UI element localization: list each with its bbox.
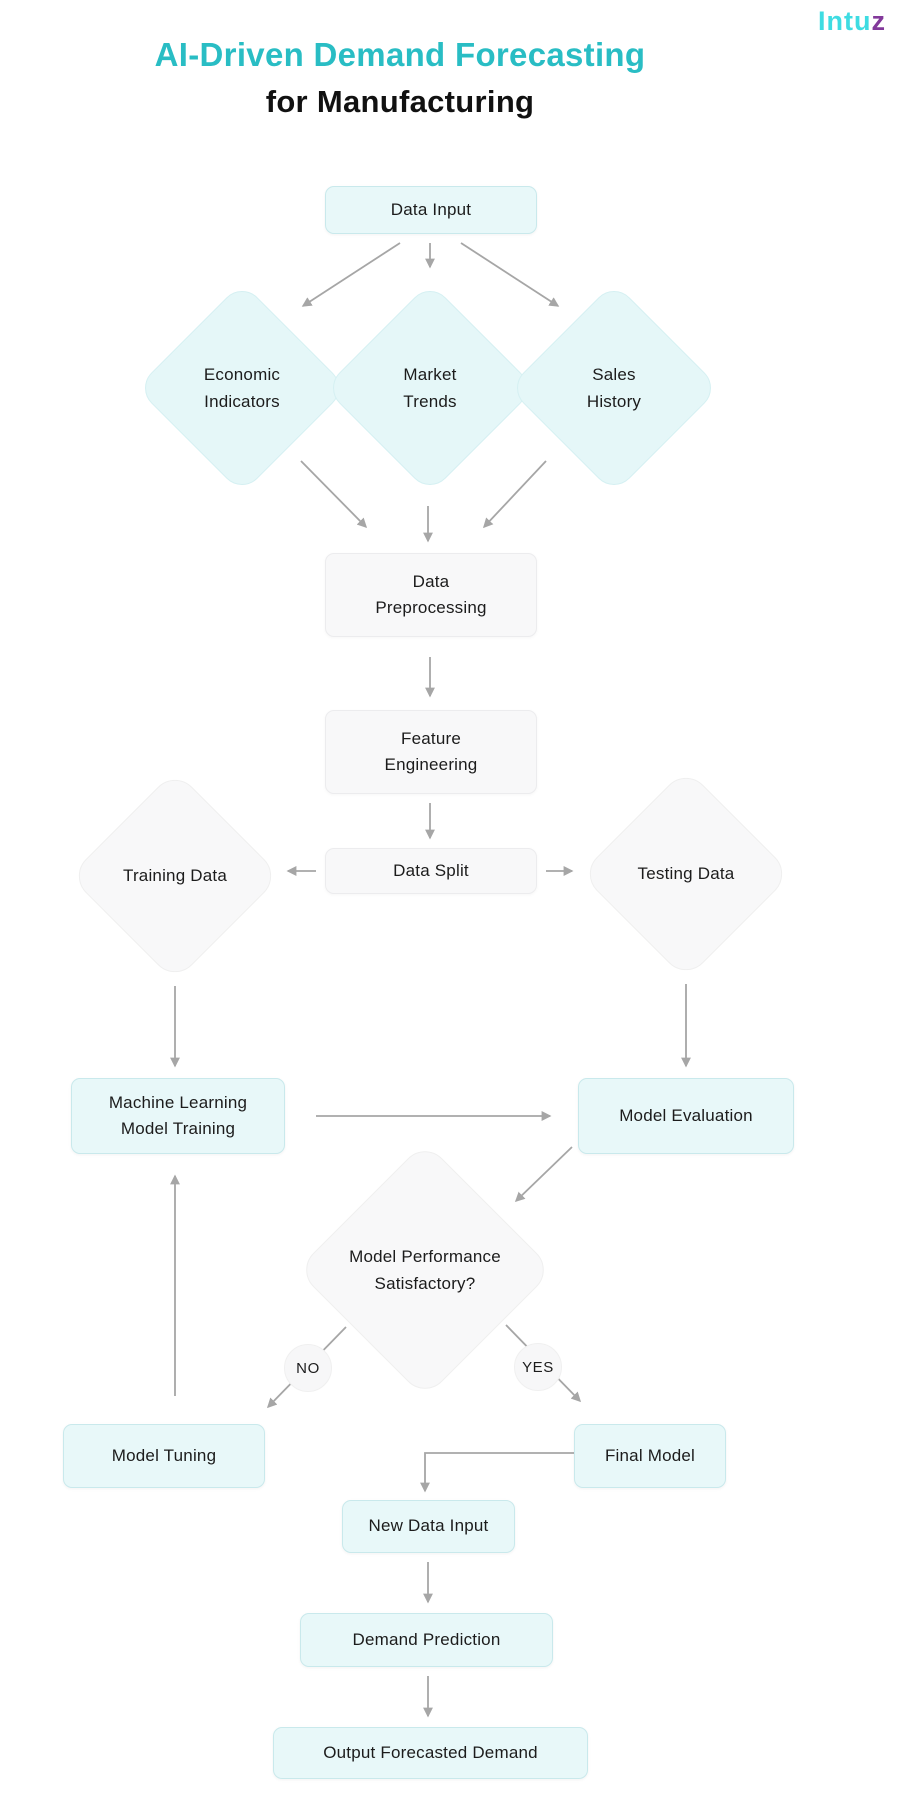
- flow-node-model-evaluation: Model Evaluation: [578, 1078, 794, 1154]
- flow-node-ml-model-training: Machine Learning Model Training: [71, 1078, 285, 1154]
- flow-node-data-input: Data Input: [325, 186, 537, 234]
- flow-node-demand-prediction: Demand Prediction: [300, 1613, 553, 1667]
- no-badge: NO: [284, 1344, 332, 1392]
- flow-node-label-economic-indicators: Economic Indicators: [203, 364, 281, 411]
- flow-node-output-forecasted-demand: Output Forecasted Demand: [273, 1727, 588, 1779]
- flow-arrow-sales-to-preprocessing: [482, 460, 547, 529]
- flow-arrow-finalmodel-to-newdata: [420, 1452, 574, 1493]
- flow-node-label-testing-data: Testing Data: [637, 864, 735, 884]
- flow-node-model-tuning: Model Tuning: [63, 1424, 265, 1488]
- flow-node-label-market-trends: Market Trends: [403, 364, 457, 411]
- flow-node-data-split: Data Split: [325, 848, 537, 894]
- intuz-logo-accent: z: [871, 6, 886, 36]
- page-title: AI-Driven Demand Forecasting for Manufac…: [0, 36, 800, 120]
- intuz-logo-main: Intu: [818, 6, 872, 36]
- flow-arrow-economic-to-preprocessing: [300, 460, 368, 529]
- flow-node-final-model: Final Model: [574, 1424, 726, 1488]
- flow-node-label-training-data: Training Data: [122, 866, 228, 886]
- page-title-line1: AI-Driven Demand Forecasting: [154, 36, 646, 73]
- intuz-logo: Intuz: [818, 8, 886, 35]
- flow-node-new-data-input: New Data Input: [342, 1500, 515, 1553]
- flow-arrow-data-input-to-sales: [460, 242, 560, 307]
- flow-node-label-sales-history: Sales History: [586, 364, 642, 411]
- flow-node-data-preprocessing: Data Preprocessing: [325, 553, 537, 637]
- page-title-line2: for Manufacturing: [265, 84, 535, 119]
- flow-node-label-model-performance-satisfactory: Model Performance Satisfactory?: [349, 1246, 501, 1293]
- yes-badge: YES: [514, 1343, 562, 1391]
- flow-node-feature-engineering: Feature Engineering: [325, 710, 537, 794]
- flow-arrow-data-input-to-economic: [301, 242, 401, 307]
- flow-arrow-evaluation-to-performance: [514, 1146, 573, 1203]
